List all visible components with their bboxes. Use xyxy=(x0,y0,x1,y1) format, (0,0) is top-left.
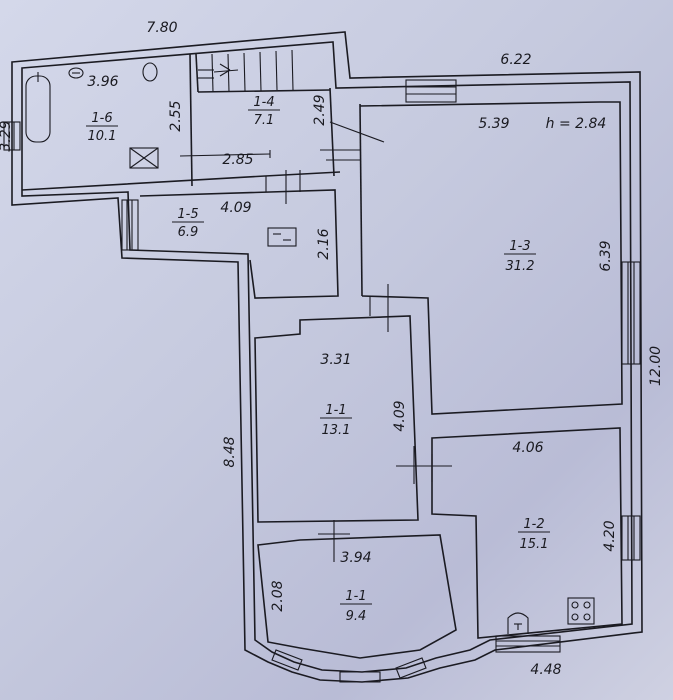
room-labels: 1-6 10.1 1-4 7.1 1-5 6.9 1-3 31.2 1-1 13… xyxy=(86,95,550,624)
inner-walls-upper xyxy=(21,53,341,299)
room-area-13: 31.2 xyxy=(506,259,535,274)
room-label-11a: 1-1 xyxy=(325,403,346,418)
room-label-13: 1-3 xyxy=(509,239,530,254)
room-label-12: 1-2 xyxy=(523,517,544,532)
dim-room12-width: 4.06 xyxy=(512,440,543,456)
dim-room16-width: 3.96 xyxy=(87,74,118,90)
dim-room11b-width: 3.94 xyxy=(340,550,371,566)
dim-left-total-height: 8.48 xyxy=(222,436,238,467)
room-area-14: 7.1 xyxy=(254,113,275,128)
room-area-12: 15.1 xyxy=(520,537,549,552)
room-area-11b: 9.4 xyxy=(346,609,367,624)
dim-top-left-width: 7.80 xyxy=(146,20,177,36)
dim-corridor-width: 2.85 xyxy=(222,152,253,168)
room-label-14: 1-4 xyxy=(253,95,274,110)
kitchen-fixtures xyxy=(507,597,595,634)
dim-room15-width: 4.09 xyxy=(220,200,251,216)
dim-room11a-width: 3.31 xyxy=(320,352,351,368)
ceiling-height-label: h = 2.84 xyxy=(546,116,607,132)
boiler-icon xyxy=(267,227,297,247)
windows xyxy=(3,79,641,683)
dim-room15-height: 2.16 xyxy=(316,228,332,259)
dim-left-small-height: 3.29 xyxy=(0,120,14,151)
stairs xyxy=(198,49,294,93)
inner-walls-living xyxy=(359,101,623,415)
dim-room14-height: 2.49 xyxy=(312,94,328,125)
dim-room16-height: 2.55 xyxy=(168,100,184,131)
room-area-11a: 13.1 xyxy=(322,423,351,438)
room-area-16: 10.1 xyxy=(88,129,117,144)
dim-room13-height: 6.39 xyxy=(598,240,614,271)
room-area-15: 6.9 xyxy=(178,225,199,240)
dim-bottom-width: 4.48 xyxy=(530,662,561,678)
inner-walls-kitchen xyxy=(431,427,623,639)
inner-walls-room-11a xyxy=(254,315,419,523)
room-label-11b: 1-1 xyxy=(345,589,366,604)
room-label-16: 1-6 xyxy=(91,111,112,126)
dim-room12-height: 4.20 xyxy=(602,520,618,551)
door-marks xyxy=(265,121,452,562)
room-label-15: 1-5 xyxy=(177,207,198,222)
dim-right-total-height: 12.00 xyxy=(648,346,664,386)
dim-room11b-height: 2.08 xyxy=(270,580,286,611)
dimension-labels: 7.80 6.22 3.29 3.96 2.55 2.49 2.85 4.09 … xyxy=(0,20,664,678)
dim-room13-width: 5.39 xyxy=(478,116,509,132)
bathroom-fixtures xyxy=(25,62,159,169)
dim-top-right-width: 6.22 xyxy=(500,52,531,68)
dim-room11a-height: 4.09 xyxy=(392,400,408,431)
inner-walls-room-11b xyxy=(257,534,457,659)
